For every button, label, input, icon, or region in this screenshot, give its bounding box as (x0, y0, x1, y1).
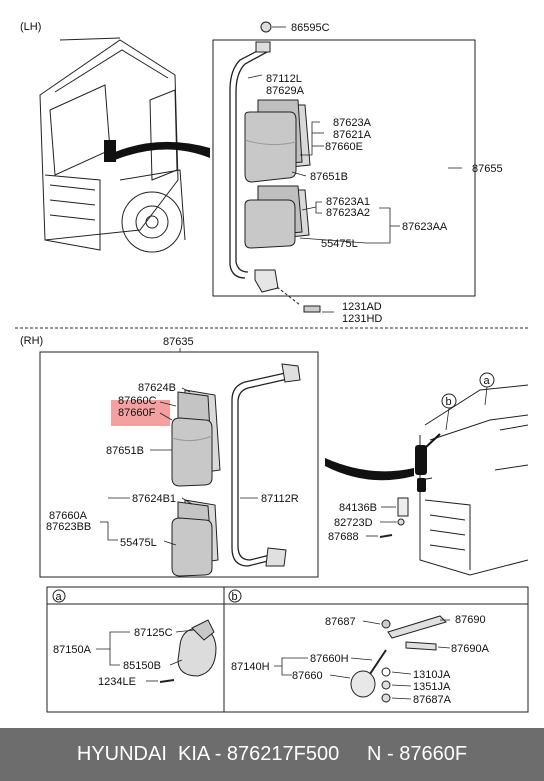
part-84136B: 84136B (339, 502, 377, 514)
lh-mirror-on-truck (104, 140, 116, 162)
detail-b-marker (228, 589, 242, 603)
part-87624B1: 87624B1 (132, 493, 176, 505)
part-1234LE: 1234LE (98, 676, 136, 688)
rh-bottom-bracket-icon (265, 547, 287, 567)
lh-main-mirror (244, 99, 311, 183)
part-87623A1: 87623A1 (326, 196, 370, 208)
part-87623A2: 87623A2 (326, 207, 370, 219)
part-55475L-rh: 55475L (120, 537, 157, 549)
part-87660F: 87660F (118, 407, 156, 419)
part-87140H: 87140H (231, 661, 270, 673)
lh-section-label: (LH) (20, 21, 41, 33)
part-87688: 87688 (328, 531, 359, 543)
part-1231HD: 1231HD (342, 313, 382, 325)
detail-b-stem-icon (369, 649, 387, 675)
lh-top-clamp-icon (255, 41, 271, 53)
part-87660: 87660 (292, 670, 323, 682)
rh-small-leaders (366, 506, 397, 537)
part-85150B: 85150B (123, 660, 161, 672)
lh-pointer-swoosh (115, 141, 210, 160)
part-87687A: 87687A (413, 694, 452, 706)
lh-mirror-arm (229, 47, 268, 279)
part-1231AD: 1231AD (342, 301, 382, 313)
rh-main-mirror (171, 389, 221, 487)
detail-b-lower-bracket-icon (405, 641, 437, 651)
part-55475L-lh: 55475L (321, 238, 358, 250)
callout-b-text: b (446, 396, 452, 408)
rh-pointer-swoosh (325, 458, 414, 481)
rh-arm-on-truck (424, 433, 441, 449)
callout-a-text: a (484, 375, 491, 387)
rh-assembly-frame (39, 351, 319, 578)
part-87629A: 87629A (266, 85, 305, 97)
lh-assembly-frame (212, 39, 476, 297)
part-87112R: 87112R (261, 493, 299, 505)
detail-b-leaders (274, 619, 451, 700)
part-87660A: 87660A (49, 510, 88, 522)
part-1310JA: 1310JA (413, 669, 451, 681)
callout-b-leader (445, 407, 450, 431)
part-87623BB: 87623BB (46, 521, 91, 533)
part-87125C: 87125C (134, 627, 173, 639)
detail-a-leaders (96, 629, 195, 682)
detail-a-marker (52, 589, 66, 603)
part-87688-icon (379, 534, 393, 538)
rh-leader-lines (100, 387, 258, 546)
part-87655: 87655 (472, 163, 503, 175)
lh-bottom-bracket-icon (254, 269, 279, 293)
rh-mirror-arm (231, 371, 293, 567)
detail-a-mirror-icon (177, 627, 217, 677)
rh-wide-angle-mirror (171, 499, 219, 577)
part-87660C: 87660C (118, 395, 157, 407)
part-87623AA: 87623AA (402, 221, 448, 233)
lh-wide-angle-mirror (244, 185, 310, 249)
part-87690: 87690 (455, 614, 486, 626)
rh-small-mirror-on-truck (417, 478, 426, 492)
rh-top-bracket-icon (281, 363, 301, 383)
part-87660H: 87660H (310, 653, 349, 665)
detail-a-marker-text: a (56, 591, 63, 603)
detail-b-cap-icon (381, 619, 391, 629)
part-1351JA: 1351JA (413, 681, 451, 693)
part-87687: 87687 (325, 616, 356, 628)
part-87623A: 87623A (333, 117, 372, 129)
detail-b-nut-icon (381, 693, 391, 703)
detail-b-bracket-icon (387, 615, 447, 639)
part-84136B-icon (397, 497, 409, 517)
detail-a-mount-icon (191, 619, 215, 641)
part-82723D: 82723D (334, 517, 373, 529)
footer-gap (339, 743, 367, 766)
detail-b-washer1-icon (381, 667, 391, 677)
rh-section-label: (RH) (20, 335, 43, 347)
part-87651B-lh: 87651B (310, 171, 348, 183)
rh-truck-illustration (419, 384, 529, 576)
footer-brand-part-number: HYUNDAI KIA - 876217F500 (76, 743, 340, 765)
part-86595C: 86595C (291, 22, 330, 34)
detail-b-washer2-icon (381, 680, 391, 690)
lh-bolt-icon (303, 305, 321, 313)
footer-bar: HYUNDAI KIA - 876217F500 N - 87660F (0, 728, 544, 781)
part-87690A: 87690A (451, 643, 490, 655)
part-87635: 87635 (163, 336, 194, 348)
part-87150A: 87150A (53, 644, 92, 656)
footer-part-code: N - 87660F (367, 743, 468, 765)
detail-table (46, 586, 529, 713)
lh-truck-illustration (39, 37, 186, 253)
detail-b-round-mirror-icon (350, 670, 376, 698)
lh-leader-lines (247, 26, 462, 313)
part-87112L: 87112L (266, 73, 302, 85)
detail-b-marker-text: b (232, 591, 238, 603)
part-87651B-rh: 87651B (106, 445, 144, 457)
part-87624B: 87624B (138, 382, 176, 394)
lh-grommet-icon (260, 21, 272, 33)
part-87621A: 87621A (333, 129, 372, 141)
rh-mirror-on-truck (415, 445, 427, 475)
detail-a-screw-icon (159, 679, 175, 683)
part-82723D-icon (397, 518, 405, 526)
part-87660E: 87660E (325, 141, 363, 153)
callout-a-leader (484, 386, 488, 406)
